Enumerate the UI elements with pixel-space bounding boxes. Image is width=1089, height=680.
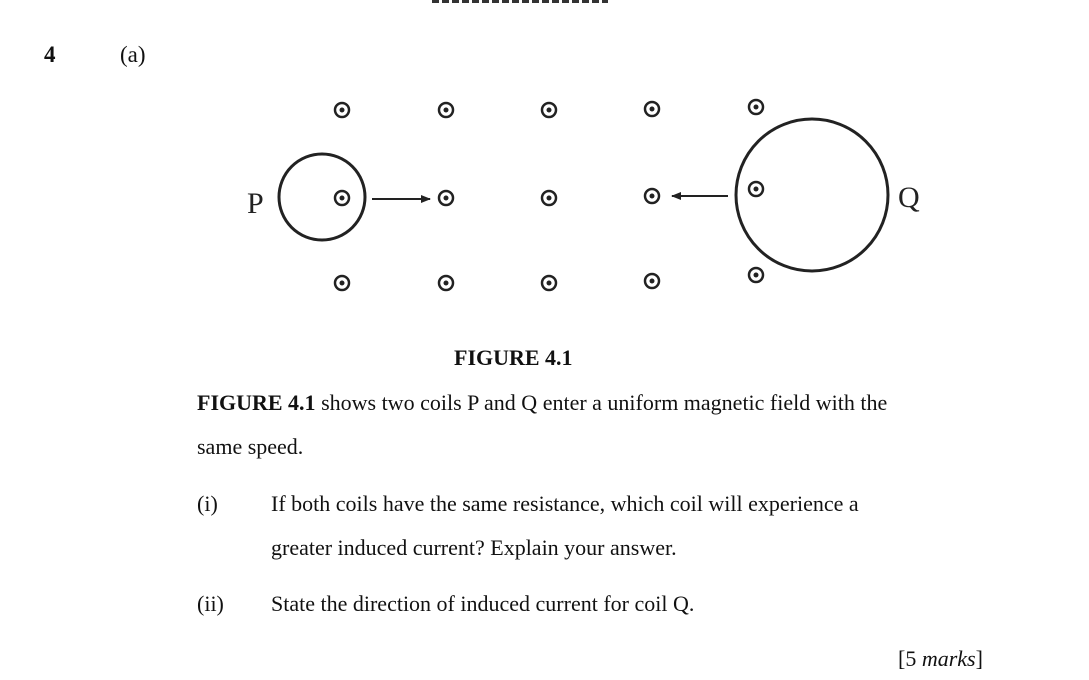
coil-p-label: P — [247, 187, 264, 220]
subquestion-ii-label: (ii) — [197, 591, 224, 616]
subquestion-ii-line-1: State the direction of induced current f… — [271, 591, 695, 616]
subquestion-i-label: (i) — [197, 491, 218, 516]
question-number: 4 — [44, 42, 56, 67]
field-out-of-page-icon — [747, 266, 765, 284]
marks-word: marks — [921, 646, 976, 671]
field-out-of-page-icon — [437, 101, 455, 119]
stem-line-2: same speed. — [197, 434, 304, 459]
field-out-of-page-icon — [747, 98, 765, 116]
stem-figure-ref: FIGURE 4.1 — [197, 390, 316, 415]
coil-p — [277, 152, 367, 242]
stem-line-1-text: shows two coils P and Q enter a uniform … — [315, 390, 888, 415]
stem-line-1: FIGURE 4.1 shows two coils P and Q enter… — [197, 392, 887, 414]
marks-open: [5 — [898, 646, 922, 671]
field-out-of-page-icon — [333, 101, 351, 119]
field-out-of-page-icon — [437, 274, 455, 292]
field-out-of-page-icon — [540, 189, 558, 207]
coil-q-label: Q — [898, 181, 920, 214]
field-out-of-page-icon — [437, 189, 455, 207]
field-out-of-page-icon — [540, 101, 558, 119]
figure-caption: FIGURE 4.1 — [454, 345, 573, 370]
subquestion-i-line-1: If both coils have the same resistance, … — [271, 491, 859, 516]
field-out-of-page-icon — [643, 187, 661, 205]
field-dots-group — [333, 98, 765, 292]
field-out-of-page-icon — [333, 274, 351, 292]
magnetic-field-figure: P Q — [247, 98, 920, 292]
subquestion-i-line-2: greater induced current? Explain your an… — [271, 535, 677, 560]
field-out-of-page-icon — [643, 100, 661, 118]
marks-close: ] — [975, 646, 983, 671]
field-out-of-page-icon — [333, 189, 351, 207]
marks-allocation: [5 marks] — [898, 646, 983, 672]
field-out-of-page-icon — [643, 272, 661, 290]
cut-off-header-sliver — [432, 0, 608, 3]
coil-q — [734, 117, 890, 273]
question-part-label: (a) — [120, 42, 146, 67]
field-out-of-page-icon — [540, 274, 558, 292]
field-out-of-page-icon — [747, 180, 765, 198]
